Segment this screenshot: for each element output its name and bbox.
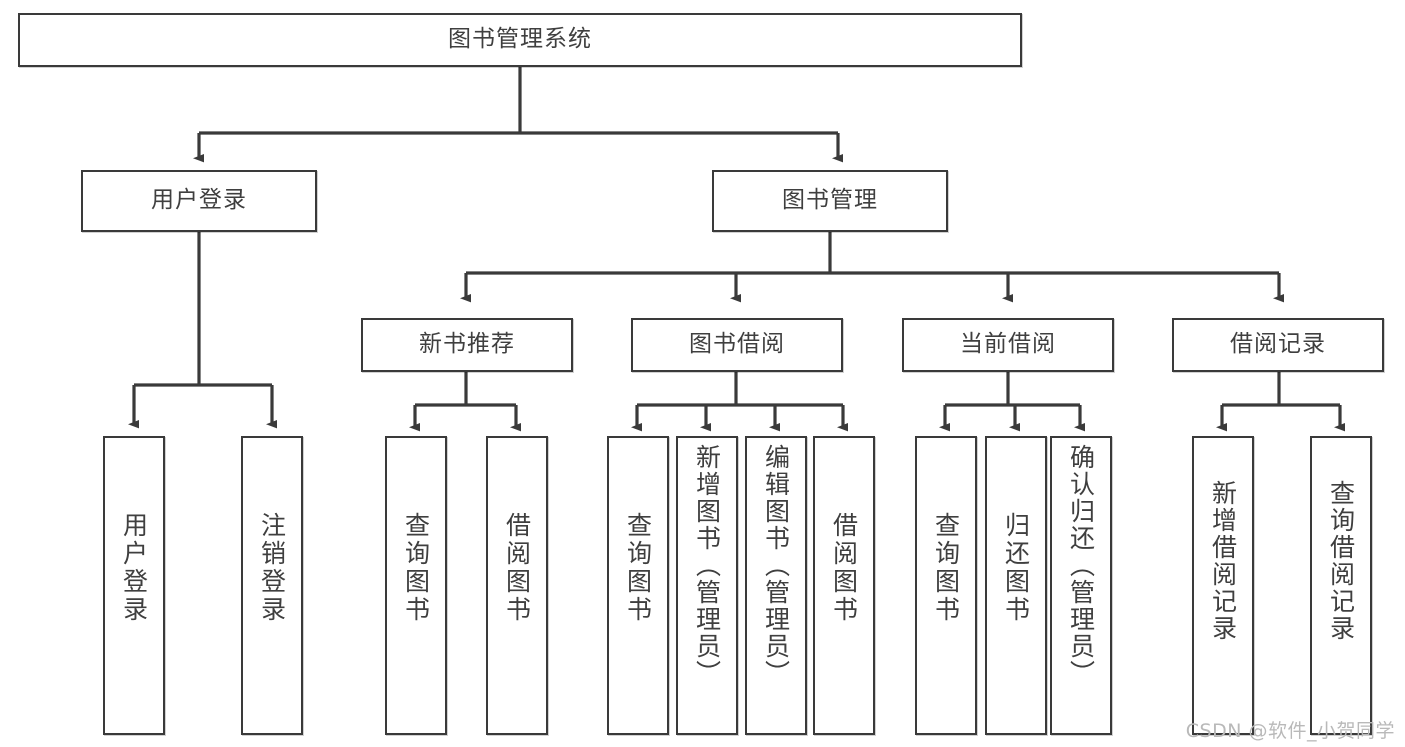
leaf-return-book-label: 归还图书 (1001, 512, 1031, 624)
leaf-borrow-book-2[interactable]: 借阅图书 (813, 436, 875, 735)
leaf-confirm-return-label: 确认归还（管理员） (1066, 444, 1096, 687)
leaf-query-record-label: 查询借阅记录 (1326, 480, 1356, 642)
node-new-book-rec[interactable]: 新书推荐 (361, 318, 573, 372)
leaf-add-record[interactable]: 新增借阅记录 (1192, 436, 1254, 735)
node-book-borrow[interactable]: 图书借阅 (631, 318, 843, 372)
leaf-query-book-2[interactable]: 查询图书 (607, 436, 669, 735)
node-current-borrow[interactable]: 当前借阅 (902, 318, 1114, 372)
node-new-book-rec-label: 新书推荐 (419, 331, 515, 358)
leaf-borrow-book-1-label: 借阅图书 (502, 512, 532, 624)
leaf-add-book[interactable]: 新增图书（管理员） (676, 436, 738, 735)
leaf-user-login[interactable]: 用户登录 (103, 436, 165, 735)
leaf-logout-label: 注销登录 (257, 512, 287, 624)
node-current-borrow-label: 当前借阅 (960, 331, 1056, 358)
node-root[interactable]: 图书管理系统 (18, 13, 1022, 67)
leaf-logout[interactable]: 注销登录 (241, 436, 303, 735)
leaf-user-login-label: 用户登录 (119, 512, 149, 624)
leaf-edit-book-label: 编辑图书（管理员） (761, 444, 791, 687)
leaf-query-record[interactable]: 查询借阅记录 (1310, 436, 1372, 735)
csdn-watermark: CSDN @软件_小贺同学 (1185, 720, 1395, 742)
leaf-return-book[interactable]: 归还图书 (985, 436, 1047, 735)
leaf-query-book-3[interactable]: 查询图书 (915, 436, 977, 735)
leaf-add-record-label: 新增借阅记录 (1208, 480, 1238, 642)
leaf-edit-book[interactable]: 编辑图书（管理员） (745, 436, 807, 735)
leaf-add-book-label: 新增图书（管理员） (692, 444, 722, 687)
node-borrow-record[interactable]: 借阅记录 (1172, 318, 1384, 372)
leaf-confirm-return[interactable]: 确认归还（管理员） (1050, 436, 1112, 735)
leaf-borrow-book-2-label: 借阅图书 (829, 512, 859, 624)
node-user-login[interactable]: 用户登录 (81, 170, 317, 232)
node-root-label: 图书管理系统 (448, 26, 592, 53)
node-borrow-record-label: 借阅记录 (1230, 331, 1326, 358)
node-book-borrow-label: 图书借阅 (689, 331, 785, 358)
leaf-query-book-1[interactable]: 查询图书 (385, 436, 447, 735)
leaf-borrow-book-1[interactable]: 借阅图书 (486, 436, 548, 735)
leaf-query-book-3-label: 查询图书 (931, 512, 961, 624)
leaf-query-book-2-label: 查询图书 (623, 512, 653, 624)
node-book-manage[interactable]: 图书管理 (712, 170, 948, 232)
node-user-login-label: 用户登录 (151, 187, 247, 214)
leaf-query-book-1-label: 查询图书 (401, 512, 431, 624)
node-book-manage-label: 图书管理 (782, 187, 878, 214)
